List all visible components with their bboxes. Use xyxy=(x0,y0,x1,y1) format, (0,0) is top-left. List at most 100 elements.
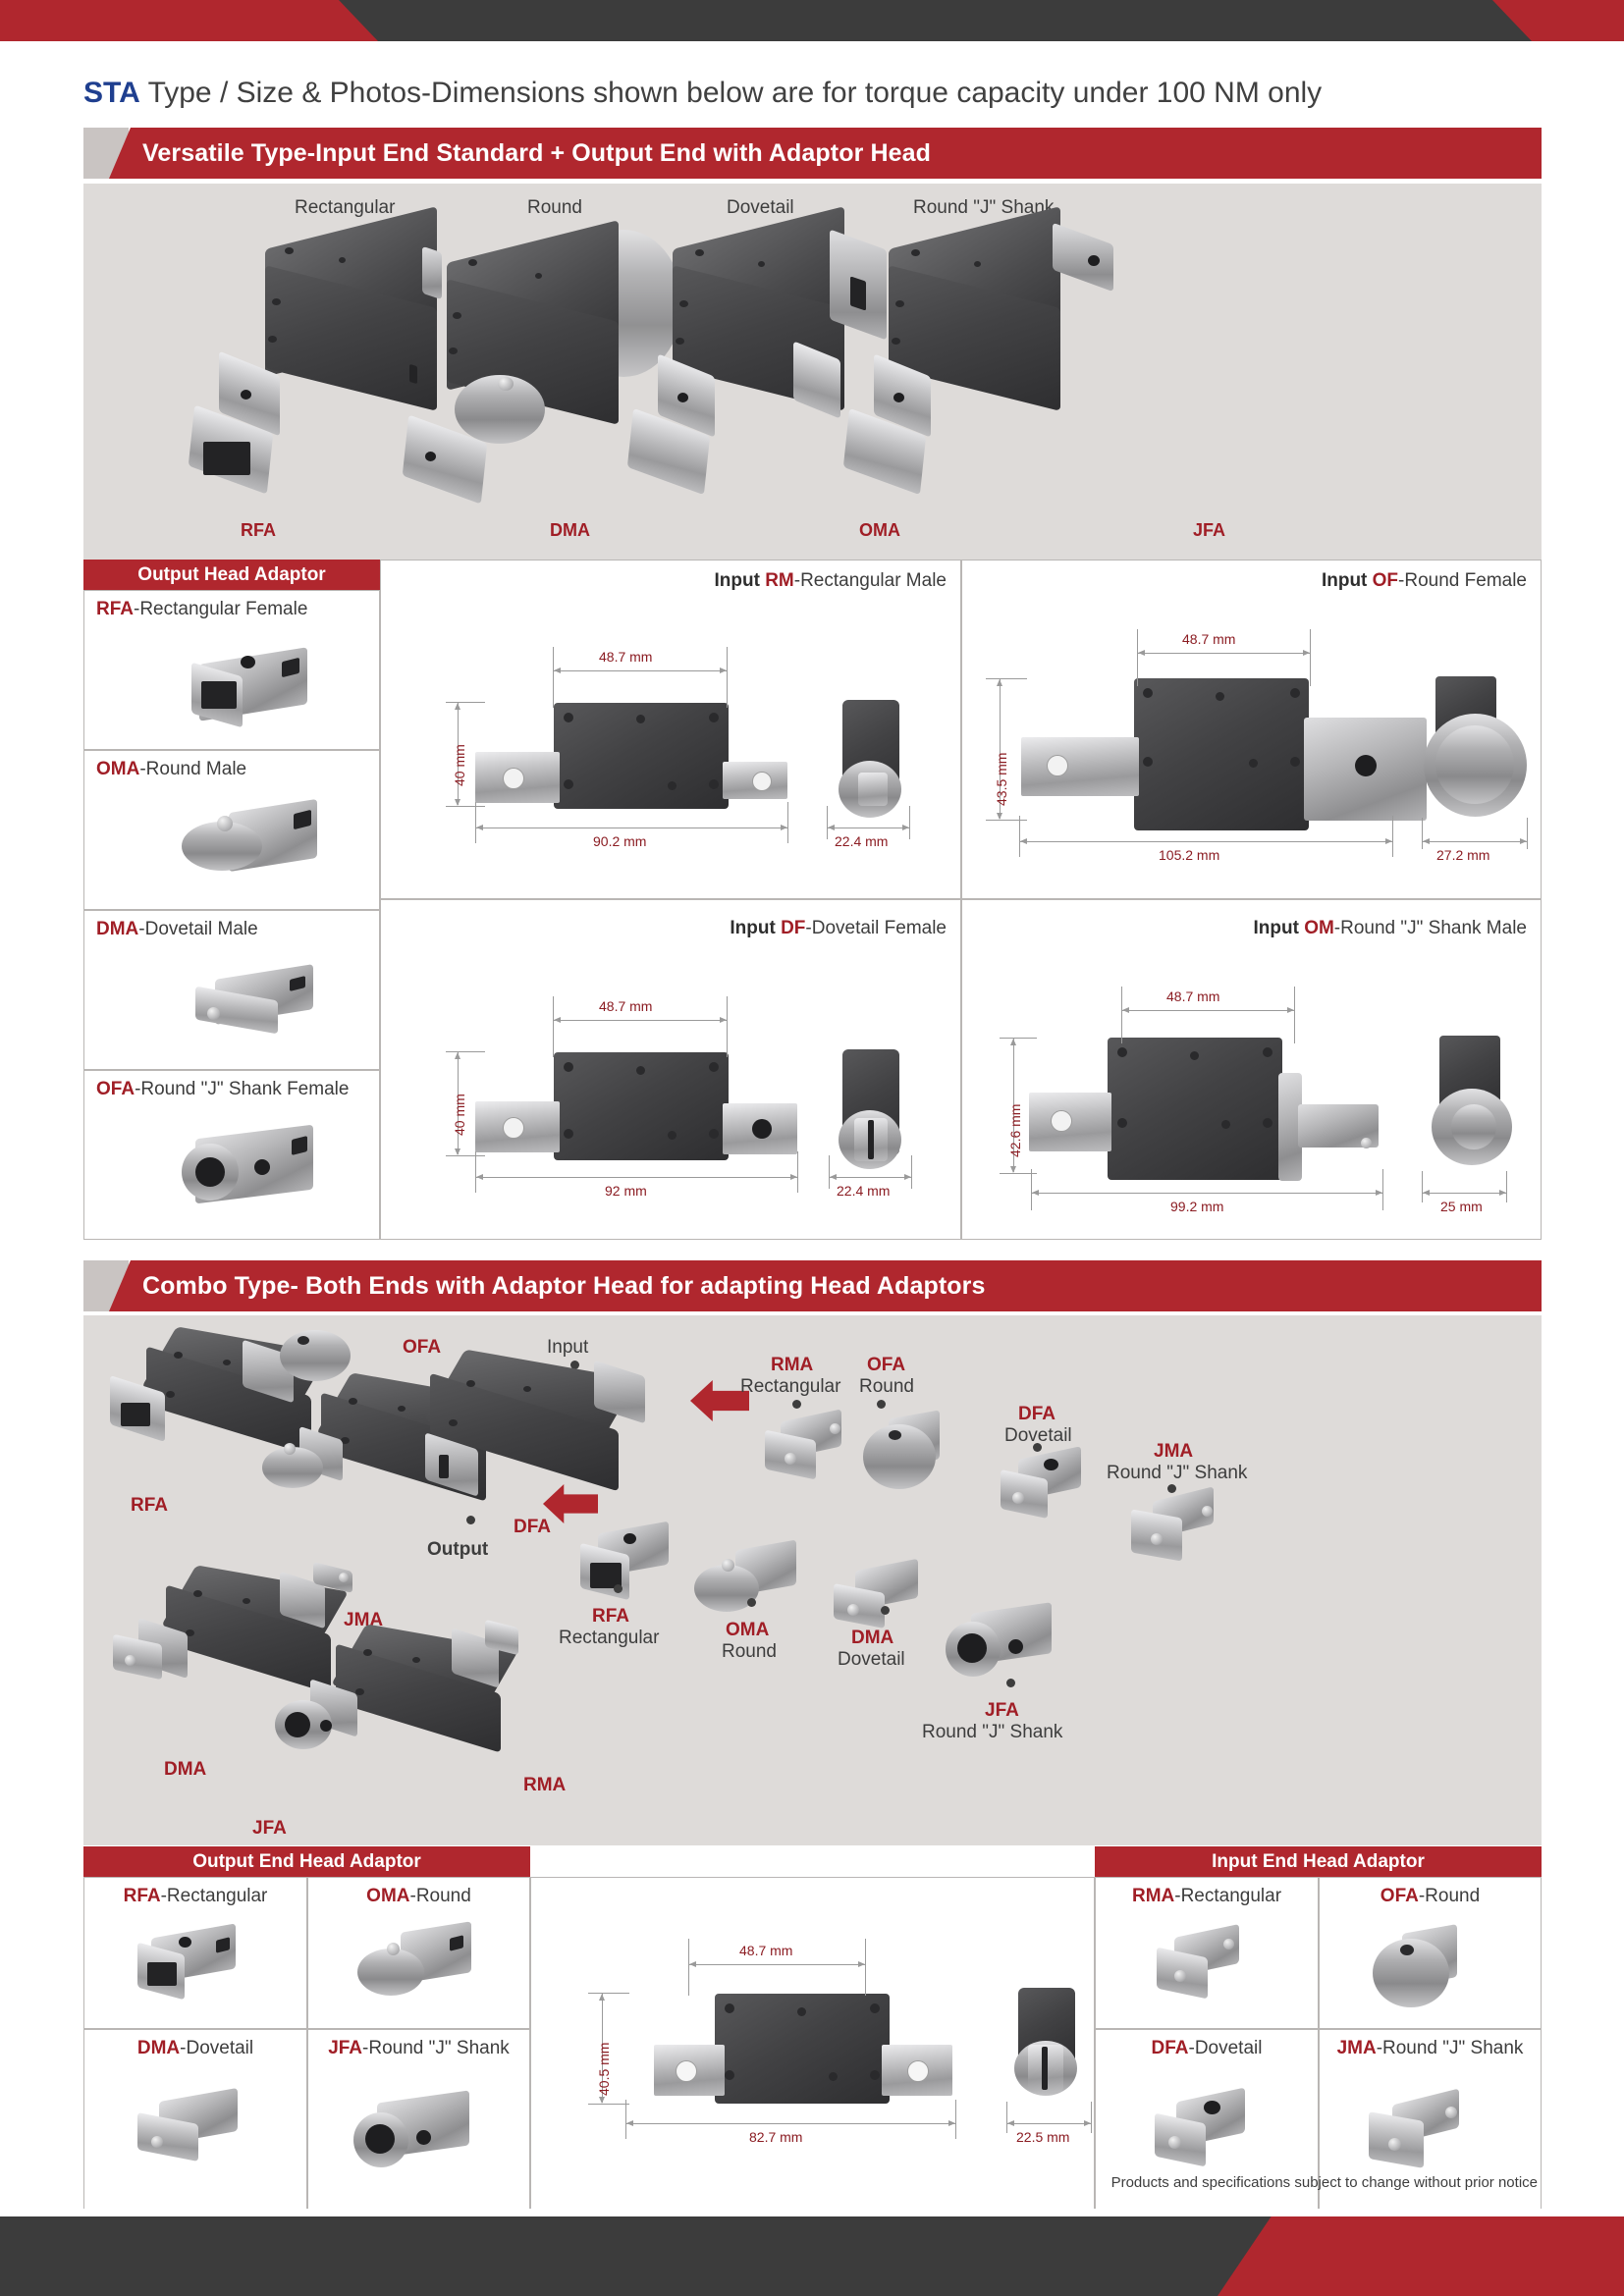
output-end-head-adaptor-header: Output End Head Adaptor xyxy=(83,1846,530,1877)
exploded-part-jma xyxy=(1129,1486,1257,1578)
input-cell-ofa-title: OFA-Round xyxy=(1380,1886,1481,1906)
input-cell-dfa[interactable]: DFA-Dovetail xyxy=(1095,2029,1319,2214)
oma-leader-dot xyxy=(747,1598,756,1607)
combo-unit-rfa-ofa xyxy=(105,1326,449,1517)
dim-drawing-front-rm xyxy=(475,703,809,816)
output-head-adaptor-header: Output Head Adaptor xyxy=(83,560,380,590)
input-cell-jma-title: JMA-Round "J" Shank xyxy=(1336,2038,1524,2058)
dim-drawing-side-om xyxy=(1430,1036,1528,1168)
code-label-oma: OMA xyxy=(859,520,900,540)
input-cell-ofa[interactable]: OFA-Round xyxy=(1319,1877,1542,2029)
adaptor-cell-ofa[interactable]: OFA-Round "J" Shank Female xyxy=(83,1070,380,1240)
combo-label-jfa: JFA xyxy=(252,1818,287,1839)
dim-height-rm: 40 mm xyxy=(452,744,467,786)
dim-panel-input-rm-title: Input RM-Rectangular Male xyxy=(714,570,947,591)
output-cell-dma[interactable]: DMA-Dovetail xyxy=(83,2029,307,2214)
section1-photo-stage: Rectangular Round Dovetail Round "J" Sha… xyxy=(83,184,1542,560)
dim-panel-input-df: Input DF-Dovetail Female 48.7 mm 40 mm 9… xyxy=(380,899,961,1240)
dim-drawing-front-df xyxy=(475,1052,809,1165)
dim-width-top-of: 48.7 mm xyxy=(1182,631,1236,647)
product-unit-round-j-shank xyxy=(835,206,1119,522)
caption-rectangular: Rectangular xyxy=(295,197,396,218)
input-end-head-adaptor-header: Input End Head Adaptor xyxy=(1095,1846,1542,1877)
output-cell-jfa[interactable]: JFA-Round "J" Shank xyxy=(307,2029,530,2214)
code-label-dma: DMA xyxy=(550,520,590,540)
code-label-jfa: JFA xyxy=(1193,520,1226,540)
adaptor-image-rfa xyxy=(188,638,335,736)
product-unit-dovetail xyxy=(619,206,893,522)
exploded-label-rfa-code: RFA xyxy=(592,1606,629,1627)
dim-drawing-side-df xyxy=(833,1049,911,1169)
caption-dovetail: Dovetail xyxy=(727,197,794,218)
banner2-red-bar xyxy=(109,1260,1542,1311)
adaptor-cell-dma[interactable]: DMA-Dovetail Male xyxy=(83,910,380,1070)
input-image-ofa xyxy=(1369,1923,1496,2017)
exploded-label-jfa-desc: Round "J" Shank xyxy=(922,1722,1063,1742)
input-image-jma xyxy=(1367,2088,1504,2185)
product-unit-round xyxy=(388,220,682,522)
dim-drawing-side-rm xyxy=(833,700,911,818)
dim-width-top-rm: 48.7 mm xyxy=(599,649,653,665)
dim-drawing-front-of xyxy=(1021,678,1427,830)
exploded-label-dfa-code: DFA xyxy=(1018,1404,1056,1424)
combo-dim-drawing-side xyxy=(1010,1988,1089,2115)
section2-banner: Combo Type- Both Ends with Adaptor Head … xyxy=(83,1260,1542,1311)
adaptor-cell-oma-title: OMA-Round Male xyxy=(96,759,247,779)
output-cell-oma[interactable]: OMA-Round xyxy=(307,1877,530,2029)
exploded-part-jfa xyxy=(944,1602,1081,1700)
input-cell-jma[interactable]: JMA-Round "J" Shank xyxy=(1319,2029,1542,2214)
combo-dim-height: 40.5 mm xyxy=(596,2042,612,2096)
footer-disclaimer: Products and specifications subject to c… xyxy=(1110,2174,1538,2191)
dim-depth-of: 27.2 mm xyxy=(1436,847,1490,863)
input-cell-rma[interactable]: RMA-Rectangular xyxy=(1095,1877,1319,2029)
input-image-dfa xyxy=(1151,2087,1273,2185)
output-cell-dma-title: DMA-Dovetail xyxy=(136,2038,254,2058)
dim-drawing-side-of xyxy=(1424,676,1532,817)
adaptor-image-ofa xyxy=(178,1118,345,1226)
section2-banner-label: Combo Type- Both Ends with Adaptor Head … xyxy=(142,1272,986,1300)
output-cell-jfa-title: JFA-Round "J" Shank xyxy=(328,2038,510,2058)
output-cell-oma-title: OMA-Round xyxy=(366,1886,471,1906)
input-cell-rma-title: RMA-Rectangular xyxy=(1131,1886,1282,1906)
exploded-label-rfa-desc: Rectangular xyxy=(559,1628,660,1648)
dfa-leader-dot xyxy=(1033,1443,1042,1452)
dim-width-total-df: 92 mm xyxy=(605,1183,647,1199)
exploded-label-rma-code: RMA xyxy=(771,1355,814,1375)
dim-panel-input-of: Input OF-Round Female 48.7 mm 43.5 mm 10… xyxy=(961,560,1542,899)
section1-banner-label: Versatile Type-Input End Standard + Outp… xyxy=(142,139,931,167)
combo-dim-depth: 22.5 mm xyxy=(1016,2129,1070,2145)
input-cell-dfa-title: DFA-Dovetail xyxy=(1151,2038,1263,2058)
output-image-jfa xyxy=(352,2090,499,2189)
input-leader-dot xyxy=(570,1361,579,1369)
exploded-part-dfa xyxy=(997,1446,1105,1531)
adaptor-cell-dma-title: DMA-Dovetail Male xyxy=(96,919,258,939)
jfa-leader-dot xyxy=(1006,1679,1015,1687)
product-unit-rectangular xyxy=(182,206,442,522)
dim-height-df: 40 mm xyxy=(452,1094,467,1136)
adaptor-image-oma xyxy=(178,794,345,897)
caption-round: Round xyxy=(527,197,582,218)
combo-unit-oma-dfa xyxy=(262,1363,623,1573)
exploded-label-ofa-desc: Round xyxy=(859,1376,914,1397)
combo-dim-width-top: 48.7 mm xyxy=(739,1943,793,1958)
dim-height-of: 43.5 mm xyxy=(994,752,1009,806)
top-decorative-bar xyxy=(0,0,1624,41)
exploded-label-jma-code: JMA xyxy=(1154,1441,1194,1462)
exploded-main-body xyxy=(424,1349,700,1541)
adaptor-cell-rfa-title: RFA-Rectangular Female xyxy=(96,599,308,619)
exploded-label-ofa-code: OFA xyxy=(867,1355,906,1375)
combo-label-dma: DMA xyxy=(164,1759,207,1780)
adaptor-cell-rfa[interactable]: RFA-Rectangular Female xyxy=(83,590,380,750)
dim-width-total-rm: 90.2 mm xyxy=(593,833,647,849)
caption-round-j-shank: Round "J" Shank xyxy=(913,197,1055,218)
exploded-label-oma-code: OMA xyxy=(726,1620,770,1640)
exploded-part-oma xyxy=(692,1539,820,1633)
adaptor-cell-oma[interactable]: OMA-Round Male xyxy=(83,750,380,910)
exploded-output-label: Output xyxy=(427,1539,489,1560)
exploded-input-label: Input xyxy=(547,1337,589,1358)
rfa-leader-dot xyxy=(614,1584,623,1593)
page-title-code: STA xyxy=(83,77,140,109)
section1-banner: Versatile Type-Input End Standard + Outp… xyxy=(83,128,1542,179)
output-cell-rfa[interactable]: RFA-Rectangular xyxy=(83,1877,307,2029)
bottom-bar-white-edge xyxy=(0,2209,1624,2216)
